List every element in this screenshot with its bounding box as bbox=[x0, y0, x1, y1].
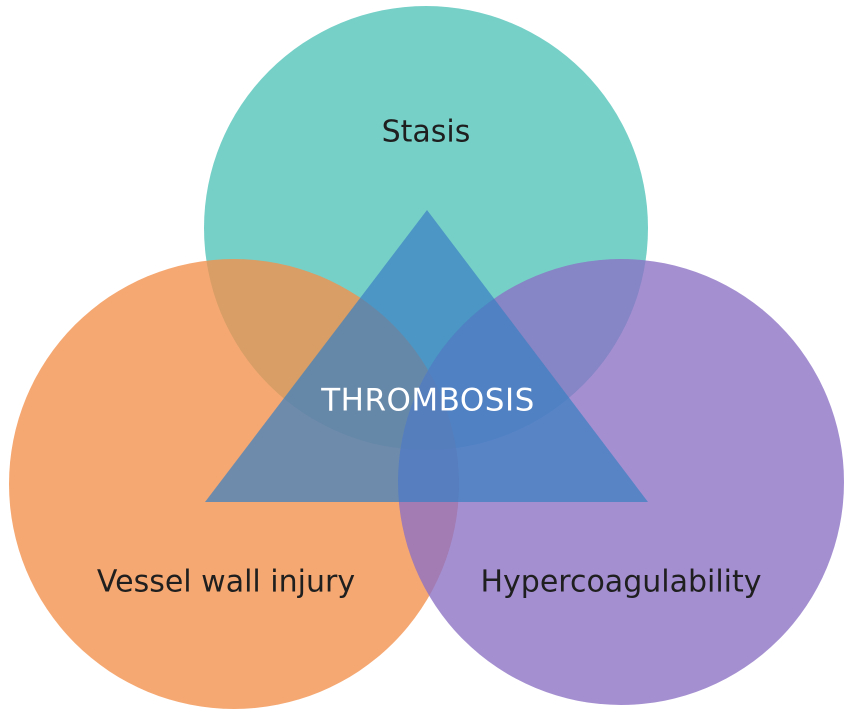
label-vessel-wall-injury: Vessel wall injury bbox=[97, 565, 355, 600]
label-stasis: Stasis bbox=[382, 115, 471, 150]
thrombosis-triangle bbox=[205, 210, 648, 502]
label-hypercoagulability: Hypercoagulability bbox=[480, 565, 761, 600]
label-thrombosis: THROMBOSIS bbox=[320, 383, 535, 419]
